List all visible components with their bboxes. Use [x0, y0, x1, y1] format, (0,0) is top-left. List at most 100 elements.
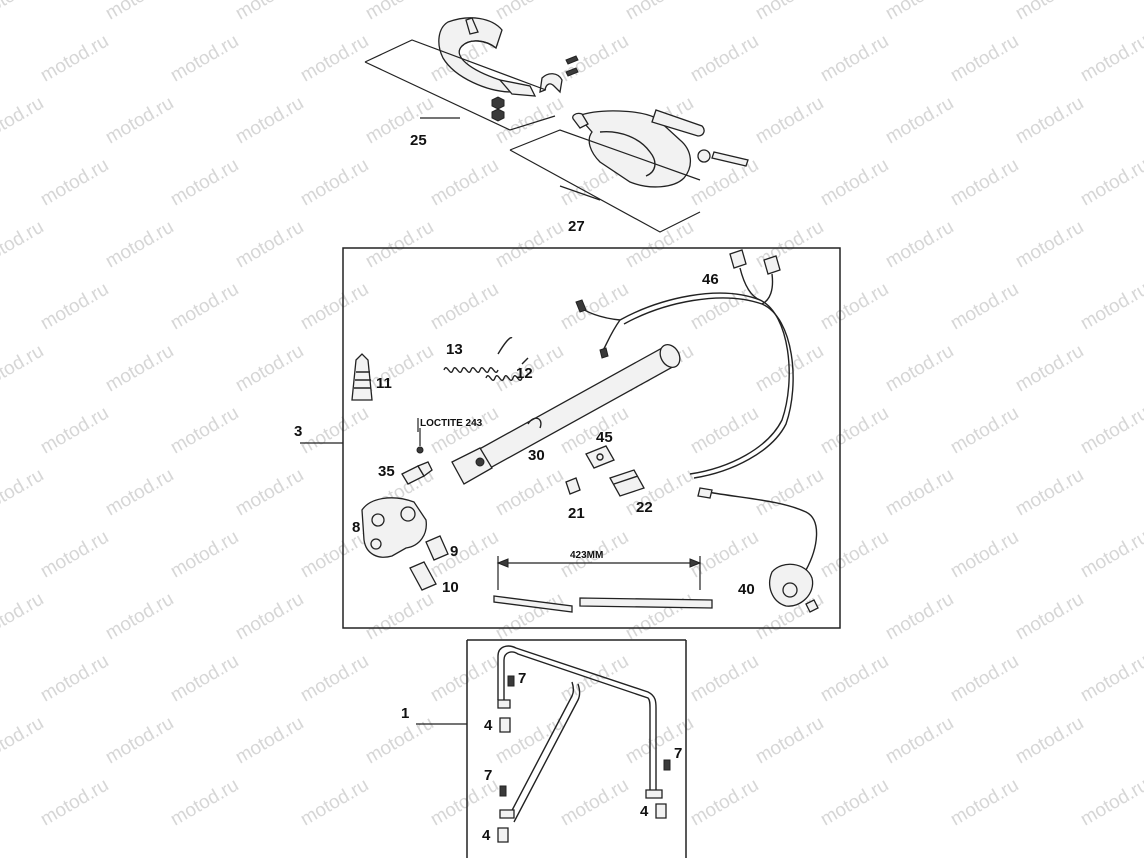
watermark-108: motod.ru — [0, 713, 47, 769]
watermark-41: motod.ru — [622, 217, 697, 273]
spring-12 — [485, 357, 529, 381]
watermark-8: motod.ru — [1012, 0, 1087, 24]
watermark-0: motod.ru — [0, 0, 47, 24]
crash-bar — [497, 645, 663, 823]
watermark-4: motod.ru — [492, 0, 567, 24]
handguard-group — [364, 17, 749, 233]
callout-4-b: 4 — [482, 827, 491, 844]
watermark-88: motod.ru — [947, 527, 1022, 583]
watermark-2: motod.ru — [232, 0, 307, 24]
bolt-9 — [425, 535, 449, 561]
callout-45: 45 — [596, 429, 613, 446]
watermark-53: motod.ru — [1077, 279, 1144, 335]
callout-8: 8 — [352, 519, 360, 536]
watermark-16: motod.ru — [947, 31, 1022, 87]
dimension-label: 423MM — [570, 550, 603, 561]
watermark-91: motod.ru — [102, 589, 177, 645]
watermark-6: motod.ru — [752, 0, 827, 24]
watermark-63: motod.ru — [37, 403, 112, 459]
watermark-19: motod.ru — [102, 93, 177, 149]
watermark-123: motod.ru — [817, 775, 892, 831]
watermark-83: motod.ru — [297, 527, 372, 583]
watermark-24: motod.ru — [752, 93, 827, 149]
watermark-50: motod.ru — [687, 279, 762, 335]
watermark-102: motod.ru — [427, 651, 502, 707]
watermark-106: motod.ru — [947, 651, 1022, 707]
callout-11: 11 — [376, 375, 392, 392]
watermark-64: motod.ru — [167, 403, 242, 459]
loctite-label: LOCTITE 243 — [420, 418, 483, 429]
watermark-26: motod.ru — [1012, 93, 1087, 149]
watermark-119: motod.ru — [297, 775, 372, 831]
watermark-7: motod.ru — [882, 0, 957, 24]
watermark-34: motod.ru — [947, 155, 1022, 211]
watermark-86: motod.ru — [687, 527, 762, 583]
spacer-4-a — [499, 717, 511, 733]
callout-10: 10 — [442, 579, 459, 596]
callout-27: 27 — [568, 218, 585, 235]
watermark-39: motod.ru — [362, 217, 437, 273]
callout-7-a: 7 — [518, 670, 526, 687]
callout-25: 25 — [410, 132, 427, 149]
watermark-14: motod.ru — [687, 31, 762, 87]
callout-46: 46 — [702, 271, 719, 288]
bolt-10 — [409, 561, 437, 591]
watermark-29: motod.ru — [297, 155, 372, 211]
watermark-44: motod.ru — [1012, 217, 1087, 273]
watermark-76: motod.ru — [492, 465, 567, 521]
watermark-68: motod.ru — [687, 403, 762, 459]
spring-13 — [443, 337, 513, 373]
watermark-38: motod.ru — [232, 217, 307, 273]
side-stand-30 — [451, 344, 681, 485]
callout-40: 40 — [738, 581, 755, 598]
watermark-46: motod.ru — [167, 279, 242, 335]
watermark-97: motod.ru — [882, 589, 957, 645]
watermark-17: motod.ru — [1077, 31, 1144, 87]
watermark-54: motod.ru — [0, 341, 47, 397]
watermark-70: motod.ru — [947, 403, 1022, 459]
callout-13: 13 — [446, 341, 463, 358]
watermark-55: motod.ru — [102, 341, 177, 397]
watermark-57: motod.ru — [362, 341, 437, 397]
watermark-79: motod.ru — [882, 465, 957, 521]
callout-22: 22 — [636, 499, 653, 516]
bolt-7-c — [499, 785, 507, 797]
watermark-52: motod.ru — [947, 279, 1022, 335]
watermark-40: motod.ru — [492, 217, 567, 273]
watermark-98: motod.ru — [1012, 589, 1087, 645]
dimension-rod — [493, 556, 713, 613]
watermark-43: motod.ru — [882, 217, 957, 273]
watermark-36: motod.ru — [0, 217, 47, 273]
kit-frame — [342, 247, 841, 629]
sensor-40 — [697, 487, 819, 613]
switch-21 — [565, 477, 581, 495]
bolt-35 — [401, 428, 433, 485]
watermark-99: motod.ru — [37, 651, 112, 707]
watermark-107: motod.ru — [1077, 651, 1144, 707]
loctite-tube — [351, 353, 373, 401]
watermark-114: motod.ru — [752, 713, 827, 769]
watermark-3: motod.ru — [362, 0, 437, 24]
watermark-5: motod.ru — [622, 0, 697, 24]
watermark-32: motod.ru — [687, 155, 762, 211]
watermark-72: motod.ru — [0, 465, 47, 521]
watermark-124: motod.ru — [947, 775, 1022, 831]
watermark-69: motod.ru — [817, 403, 892, 459]
watermark-100: motod.ru — [167, 651, 242, 707]
watermark-56: motod.ru — [232, 341, 307, 397]
block-22 — [609, 469, 645, 497]
watermark-37: motod.ru — [102, 217, 177, 273]
callout-7-b: 7 — [674, 745, 682, 762]
watermark-90: motod.ru — [0, 589, 47, 645]
watermark-45: motod.ru — [37, 279, 112, 335]
watermark-122: motod.ru — [687, 775, 762, 831]
watermark-111: motod.ru — [362, 713, 437, 769]
watermark-71: motod.ru — [1077, 403, 1144, 459]
watermark-18: motod.ru — [0, 93, 47, 149]
watermark-118: motod.ru — [167, 775, 242, 831]
watermark-9: motod.ru — [37, 31, 112, 87]
watermark-105: motod.ru — [817, 651, 892, 707]
watermark-20: motod.ru — [232, 93, 307, 149]
watermark-82: motod.ru — [167, 527, 242, 583]
callout-7-c: 7 — [484, 767, 492, 784]
